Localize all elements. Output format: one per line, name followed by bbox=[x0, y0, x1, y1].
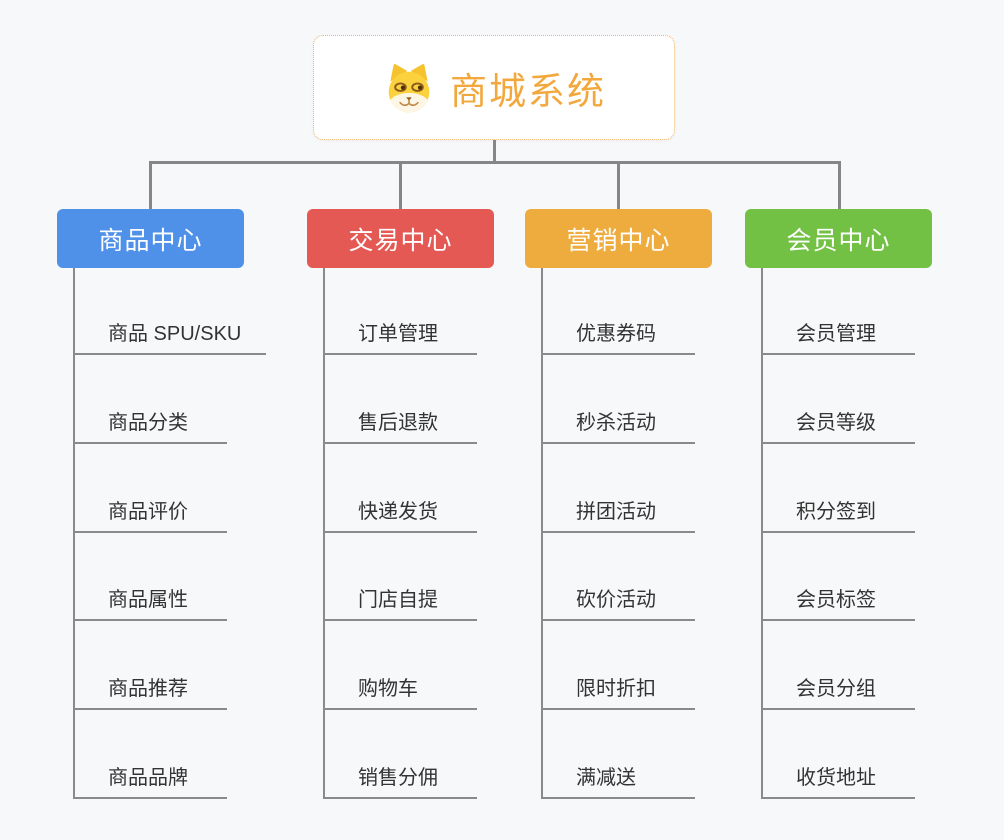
leaf-label: 秒杀活动 bbox=[576, 411, 656, 434]
branch-marketing-items: 优惠券码 秒杀活动 拼团活动 砍价活动 限时折扣 满减送 bbox=[541, 268, 695, 799]
root-node[interactable]: 商城系统 bbox=[313, 35, 675, 140]
leaf-node[interactable]: 商品属性 bbox=[75, 533, 227, 622]
connector-stub-trade bbox=[399, 161, 402, 209]
leaf-label: 购物车 bbox=[358, 678, 418, 701]
leaf-node[interactable]: 销售分佣 bbox=[325, 710, 477, 799]
branch-trade-center: 交易中心 订单管理 售后退款 快递发货 门店自提 购物车 销售分佣 bbox=[307, 209, 494, 799]
branch-node-product-center[interactable]: 商品中心 bbox=[57, 209, 244, 268]
leaf-node[interactable]: 商品 SPU/SKU bbox=[75, 268, 267, 355]
leaf-label: 商品推荐 bbox=[108, 678, 188, 701]
leaf-label: 商品分类 bbox=[108, 411, 188, 434]
leaf-node[interactable]: 商品品牌 bbox=[75, 710, 227, 799]
leaf-node[interactable]: 会员等级 bbox=[763, 355, 915, 444]
leaf-label: 会员管理 bbox=[796, 323, 876, 345]
leaf-label: 商品 SPU/SKU bbox=[108, 323, 242, 345]
leaf-label: 收货地址 bbox=[796, 766, 876, 789]
leaf-node[interactable]: 会员分组 bbox=[763, 621, 915, 711]
leaf-label: 快递发货 bbox=[358, 500, 438, 523]
leaf-label: 会员等级 bbox=[796, 411, 876, 434]
leaf-label: 商品品牌 bbox=[108, 766, 188, 789]
branch-trade-items: 订单管理 售后退款 快递发货 门店自提 购物车 销售分佣 bbox=[323, 268, 477, 799]
connector-stub-marketing bbox=[617, 161, 620, 209]
leaf-node[interactable]: 砍价活动 bbox=[543, 533, 695, 622]
shiba-dog-icon bbox=[382, 62, 436, 114]
leaf-node[interactable]: 门店自提 bbox=[325, 533, 477, 622]
leaf-label: 优惠券码 bbox=[576, 323, 656, 345]
leaf-node[interactable]: 商品推荐 bbox=[75, 621, 227, 711]
leaf-label: 会员分组 bbox=[796, 678, 876, 701]
leaf-node[interactable]: 限时折扣 bbox=[543, 621, 695, 711]
connector-stub-product bbox=[149, 161, 152, 209]
leaf-label: 会员标签 bbox=[796, 589, 876, 612]
leaf-label: 销售分佣 bbox=[358, 766, 438, 789]
leaf-node[interactable]: 会员管理 bbox=[763, 268, 915, 355]
leaf-label: 售后退款 bbox=[358, 411, 438, 434]
branch-node-trade-center[interactable]: 交易中心 bbox=[307, 209, 494, 268]
leaf-node[interactable]: 订单管理 bbox=[325, 268, 477, 355]
leaf-label: 拼团活动 bbox=[576, 500, 656, 523]
leaf-label: 订单管理 bbox=[358, 323, 438, 345]
leaf-label: 满减送 bbox=[576, 766, 636, 789]
leaf-node[interactable]: 商品评价 bbox=[75, 444, 227, 533]
branch-product-items: 商品 SPU/SKU 商品分类 商品评价 商品属性 商品推荐 商品品牌 bbox=[73, 268, 267, 799]
branch-product-center: 商品中心 商品 SPU/SKU 商品分类 商品评价 商品属性 商品推荐 商品品牌 bbox=[57, 209, 267, 799]
leaf-node[interactable]: 购物车 bbox=[325, 621, 477, 711]
leaf-node[interactable]: 售后退款 bbox=[325, 355, 477, 444]
leaf-node[interactable]: 优惠券码 bbox=[543, 268, 695, 355]
leaf-label: 限时折扣 bbox=[576, 678, 656, 701]
leaf-label: 商品属性 bbox=[108, 589, 188, 612]
leaf-node[interactable]: 秒杀活动 bbox=[543, 355, 695, 444]
leaf-node[interactable]: 商品分类 bbox=[75, 355, 227, 444]
branch-member-items: 会员管理 会员等级 积分签到 会员标签 会员分组 收货地址 bbox=[761, 268, 915, 799]
leaf-label: 门店自提 bbox=[358, 589, 438, 612]
root-node-title: 商城系统 bbox=[450, 70, 606, 112]
leaf-node[interactable]: 满减送 bbox=[543, 710, 695, 799]
leaf-node[interactable]: 拼团活动 bbox=[543, 444, 695, 533]
branch-node-marketing-center[interactable]: 营销中心 bbox=[525, 209, 712, 268]
leaf-label: 积分签到 bbox=[796, 500, 876, 523]
branch-node-member-center[interactable]: 会员中心 bbox=[745, 209, 932, 268]
leaf-label: 砍价活动 bbox=[576, 589, 656, 612]
leaf-label: 商品评价 bbox=[108, 500, 188, 523]
connector-stub-member bbox=[838, 161, 841, 209]
connector-root-stub bbox=[493, 140, 496, 164]
leaf-node[interactable]: 会员标签 bbox=[763, 533, 915, 622]
leaf-node[interactable]: 收货地址 bbox=[763, 710, 915, 799]
leaf-node[interactable]: 积分签到 bbox=[763, 444, 915, 533]
branch-member-center: 会员中心 会员管理 会员等级 积分签到 会员标签 会员分组 收货地址 bbox=[745, 209, 932, 799]
branch-marketing-center: 营销中心 优惠券码 秒杀活动 拼团活动 砍价活动 限时折扣 满减送 bbox=[525, 209, 712, 799]
leaf-node[interactable]: 快递发货 bbox=[325, 444, 477, 533]
connector-horizontal bbox=[149, 161, 841, 164]
